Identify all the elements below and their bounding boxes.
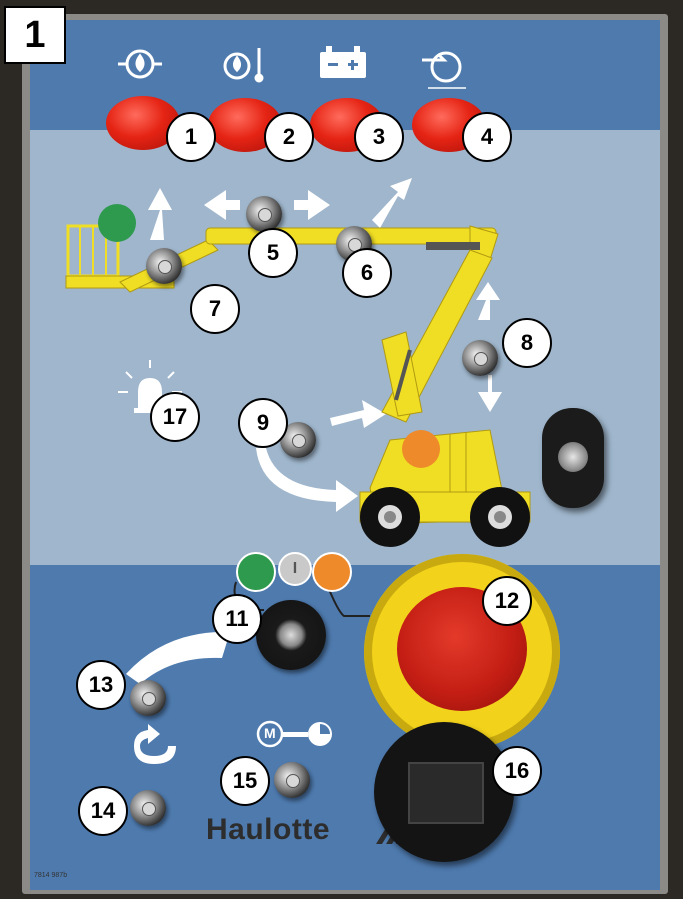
callout-5: 5: [248, 228, 298, 278]
oil-temperature-icon: [225, 48, 262, 81]
arm-lift-toggle[interactable]: [462, 340, 498, 376]
platform-position-indicator: [236, 552, 276, 592]
emergency-stop-ring: [364, 554, 560, 750]
boom-lift-toggle[interactable]: [146, 248, 182, 284]
ground-position-indicator: [312, 552, 352, 592]
callout-15: 15: [220, 756, 270, 806]
side-key-switch[interactable]: [542, 408, 604, 508]
chassis-orange-indicator: [402, 430, 440, 468]
station-key-switch[interactable]: [256, 600, 326, 670]
callout-17: 17: [150, 392, 200, 442]
callout-9: 9: [238, 398, 288, 448]
callout-2: 2: [264, 112, 314, 162]
callout-4: 4: [462, 112, 512, 162]
engine-air-filter-icon: [422, 53, 466, 88]
figure-label: 1: [4, 6, 66, 64]
part-number: 7814 987b: [34, 872, 67, 879]
turret-rotation-toggle[interactable]: [246, 196, 282, 232]
mode-letter: M: [264, 725, 276, 741]
brand-name: Haulotte: [206, 813, 330, 847]
callout-3: 3: [354, 112, 404, 162]
power-socket[interactable]: [374, 722, 514, 862]
mode-selector-toggle[interactable]: [274, 762, 310, 798]
callout-6: 6: [342, 248, 392, 298]
callout-1: 1: [166, 112, 216, 162]
callout-8: 8: [502, 318, 552, 368]
start-toggle[interactable]: [130, 680, 166, 716]
callout-11: 11: [212, 594, 262, 644]
callout-13: 13: [76, 660, 126, 710]
off-position-indicator: I: [278, 552, 312, 586]
chassis-illustration: [360, 430, 530, 547]
battery-charge-icon: [320, 46, 366, 78]
off-position-letter: I: [293, 560, 297, 577]
callout-12: 12: [482, 576, 532, 626]
oil-pressure-icon: [118, 51, 162, 77]
platform-green-indicator: [98, 204, 136, 242]
callout-14: 14: [78, 786, 128, 836]
stop-toggle[interactable]: [130, 790, 166, 826]
control-panel: M I Haulotte 7814 987b 1 2 3 4 5 6 7 8 9…: [30, 20, 660, 890]
callout-16: 16: [492, 746, 542, 796]
callout-7: 7: [190, 284, 240, 334]
